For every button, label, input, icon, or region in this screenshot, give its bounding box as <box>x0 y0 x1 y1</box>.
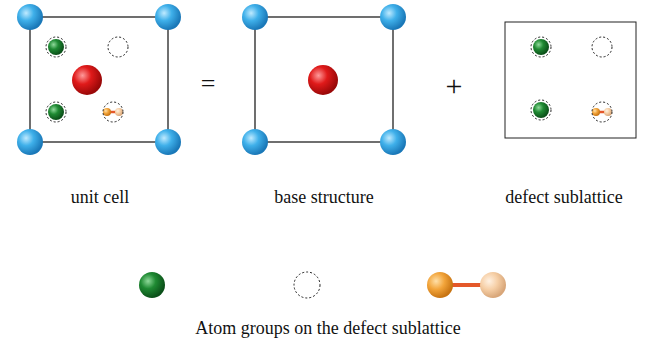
unit-cell-drawing <box>17 4 181 155</box>
base-structure-drawing <box>242 4 406 155</box>
panel-caption: defect sublattice <box>476 187 652 208</box>
defect-sublattice-drawing <box>505 22 636 138</box>
plus-sign: + <box>446 69 463 103</box>
cell-panel: base structure <box>230 2 418 212</box>
legend-caption: Atom groups on the defect sublattice <box>195 318 460 339</box>
cell-panel: unit cell <box>6 2 194 212</box>
cell-panel: defect sublattice <box>476 2 652 212</box>
atom-group-symbols <box>139 272 506 298</box>
panel-caption: base structure <box>230 187 418 208</box>
equals-sign: = <box>201 69 216 99</box>
panel-caption: unit cell <box>6 187 194 208</box>
